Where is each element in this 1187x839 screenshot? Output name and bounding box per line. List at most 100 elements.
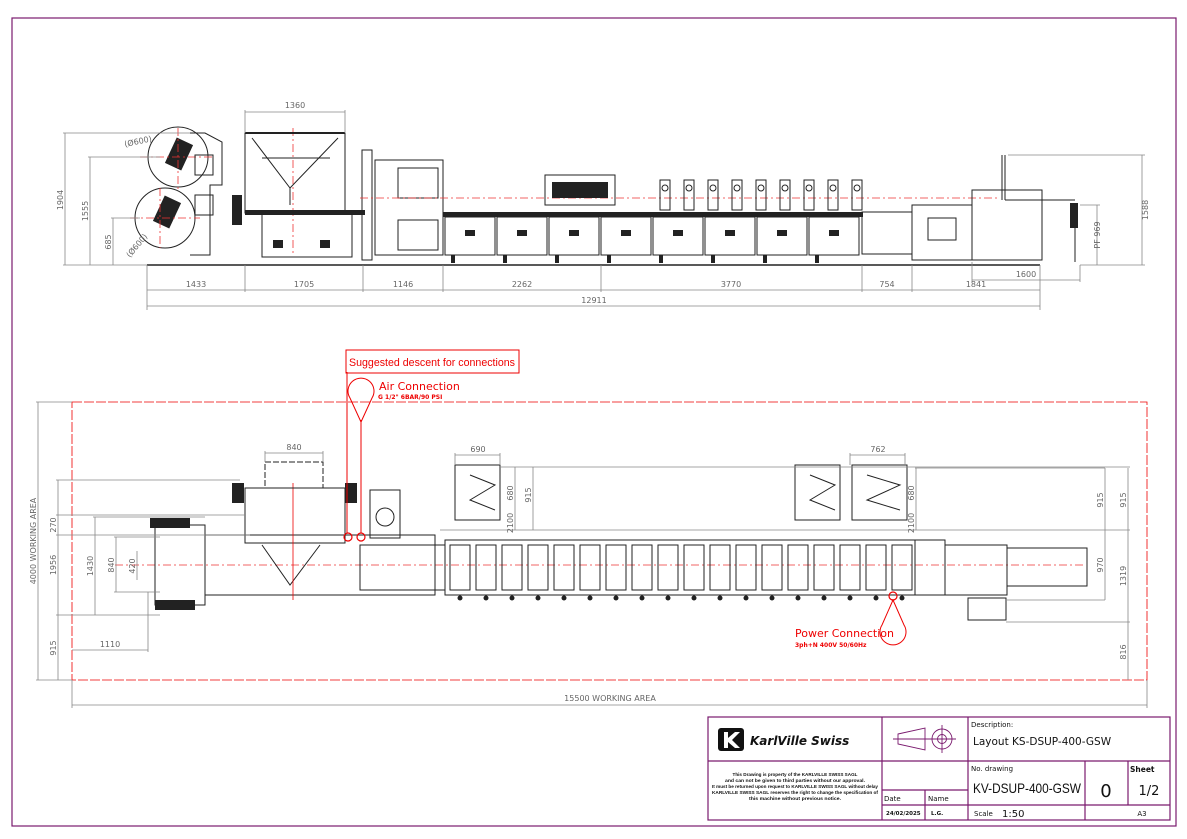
sheet-label: Sheet [1130,765,1155,774]
dim-1430: 1430 [86,556,95,576]
dim-1110: 1110 [100,640,120,649]
plan-foot [717,595,723,601]
paper-format: A3 [1137,810,1146,818]
dim-seg-1146: 1146 [393,280,413,289]
print-unit [851,179,863,211]
base-cabinet [444,216,496,256]
plan-station [475,544,497,591]
plan-foot [535,595,541,601]
plan-station [709,544,731,591]
plan-station [865,544,887,591]
machine-foot [451,255,455,263]
plan-foot [821,595,827,601]
plan-station [657,544,679,591]
print-unit [827,179,839,211]
plan-foot [587,595,593,601]
power-connection-marker [879,598,907,646]
description-value: Layout KS-DSUP-400-GSW [973,736,1112,748]
plan-foot [873,595,879,601]
notice-line-2: and can not be given to third parties wi… [725,778,865,783]
date-value: 24/02/2025 [886,811,921,817]
dim-762: 762 [870,445,885,454]
dim-690: 690 [470,445,485,454]
plan-station [527,544,549,591]
notice-line-3: It must be returned upon request to KARL… [712,784,878,789]
name-label: Name [928,795,949,803]
dim-816: 816 [1119,644,1128,659]
print-cylinder [853,184,861,192]
base-cabinet [704,216,756,256]
plan-foot [457,595,463,601]
plan-station [553,544,575,591]
drawing-no-value: KV-DSUP-400-GSW [973,780,1082,796]
dim-pf-969: PF 969 [1093,221,1102,248]
description-label: Description: [971,721,1013,729]
plan-foot [847,595,853,601]
notice-line-5: this machine without previous notice. [749,796,841,801]
print-unit [683,179,695,211]
dim-680-a: 680 [506,485,515,500]
print-unit [803,179,815,211]
print-cylinder [709,184,717,192]
print-cylinder [685,184,693,192]
print-unit [707,179,719,211]
base-cabinet [756,216,808,256]
dim-1588: 1588 [1141,200,1150,220]
dim-915-left: 915 [49,640,58,655]
dim-reel-dia-upper: (Ø600) [123,133,152,149]
base-cabinet [600,216,652,256]
plan-foot [509,595,515,601]
plan-foot [613,595,619,601]
plan-station [891,544,913,591]
print-cylinder [829,184,837,192]
print-unit [755,179,767,211]
plan-station [787,544,809,591]
plan-station [683,544,705,591]
plan-station [735,544,757,591]
base-cabinet [548,216,600,256]
dim-seg-1841: 1841 [966,280,986,289]
dim-1956: 1956 [49,555,58,575]
cabinet-handle [673,230,683,236]
dim-840-left: 840 [107,557,116,572]
plan-station [501,544,523,591]
plan-foot [483,595,489,601]
print-cylinder [781,184,789,192]
revision-value: 0 [1100,781,1111,802]
date-label: Date [884,795,901,803]
print-cylinder [757,184,765,192]
scale-value: 1:50 [1002,809,1024,820]
company-logo: KarlVille Swiss [718,728,849,751]
machine-foot [607,255,611,263]
dim-970: 970 [1096,557,1105,572]
plan-foot [561,595,567,601]
print-cylinder [805,184,813,192]
plan-foot [691,595,697,601]
cabinet-handle [725,230,735,236]
dim-680-b: 680 [907,485,916,500]
dim-seg-1705: 1705 [294,280,314,289]
plan-view: Suggested descent for connections Air Co… [29,349,1148,708]
machine-foot [503,255,507,263]
print-unit [731,179,743,211]
notice-line-1: This Drawing is property of the KARLVILL… [733,772,858,777]
cabinet-handle [621,230,631,236]
air-connection-marker [347,377,375,424]
dim-seg-2262: 2262 [512,280,532,289]
dim-seg-3770: 3770 [721,280,741,289]
plan-foot [743,595,749,601]
title-block: KarlVille Swiss This Drawing is property… [707,716,1171,821]
plan-foot [639,595,645,601]
plan-station [839,544,861,591]
air-connection-spec: G 1/2" 6BAR/90 PSI [378,394,442,401]
dim-reel-dia-lower: (Ø600) [124,232,150,260]
dim-2100-b: 2100 [907,513,916,533]
dim-1360: 1360 [285,101,305,110]
side-view: 1360 (Ø600) (Ø600) 1904 1555 685 1588 PF… [56,101,1150,310]
dim-1600: 1600 [1016,270,1036,279]
working-area [71,401,1148,681]
machine-foot [711,255,715,263]
dim-420: 420 [128,558,137,573]
company-name: KarlVille Swiss [750,734,849,748]
base-cabinet [652,216,704,256]
